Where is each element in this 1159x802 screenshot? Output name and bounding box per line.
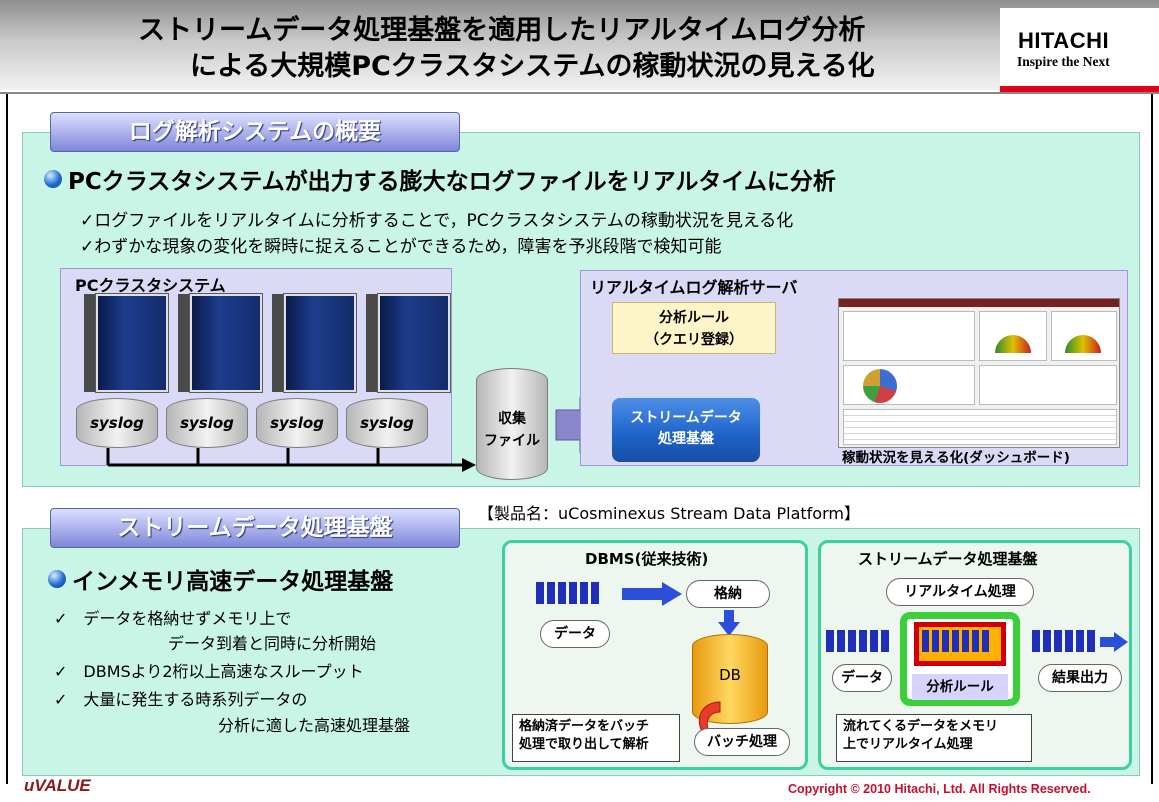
product-name: 【製品名：uCosminexus Stream Data Platform】 [478, 504, 860, 523]
hitachi-tagline: Inspire the Next [1017, 54, 1110, 69]
output-pill: 結果出力 [1038, 664, 1122, 692]
hitachi-logo: HITACHI [1018, 28, 1110, 53]
uvalue-logo: uVALUE [24, 776, 91, 795]
server-side-1 [84, 294, 98, 392]
syslog-label-3: syslog [270, 414, 324, 432]
title-line-1: ストリームデータ処理基盤を適用したリアルタイムログ分析 [138, 15, 866, 46]
stream-engine-box: ストリームデータ 処理基盤 [612, 398, 760, 462]
brand-area [1000, 8, 1159, 90]
syslog-cylinder-2 [166, 398, 248, 448]
bullet-icon [48, 570, 66, 588]
stream-output-arrow-icon [1100, 632, 1128, 652]
brand-red-bar [1000, 86, 1159, 92]
server-icon-2 [190, 294, 262, 392]
db-label: DB [719, 666, 741, 684]
memory-block [914, 622, 1006, 666]
dbms-down-arrow-icon [718, 610, 740, 636]
server-side-3 [272, 294, 286, 392]
stream-bullet-3b: 分析に適した高速処理基盤 [218, 716, 411, 735]
collect-file-label: 収集 ファイル [484, 411, 540, 449]
syslog-cylinder-1 [76, 398, 158, 448]
stream-output-bars [1032, 630, 1095, 652]
syslog-cylinder-4 [346, 398, 428, 448]
batch-pill: バッチ処理 [694, 728, 790, 756]
server-side-4 [366, 294, 380, 392]
dbms-note: 格納済データをバッチ 処理で取り出して解析 [512, 714, 680, 762]
rule-label: 分析ルール [912, 674, 1008, 700]
left-border [6, 94, 8, 784]
stream-bullet-1b: データ到着と同時に分析開始 [168, 634, 377, 653]
server-icon-1 [96, 294, 168, 392]
collect-file-cylinder [476, 368, 548, 480]
title-line-2: による大規模PCクラスタシステムの稼動状況の見える化 [190, 51, 875, 82]
stream-data-pill: データ [832, 664, 892, 692]
overview-tab: ログ解析システムの概要 [50, 112, 460, 152]
syslog-label-4: syslog [360, 414, 414, 432]
stream-note: 流れてくるデータをメモリ 上でリアルタイム処理 [836, 714, 1032, 762]
title-bar [0, 0, 1159, 90]
header-divider [0, 92, 1159, 94]
server-side-2 [178, 294, 192, 392]
stream-bullet-3a: ✓ 大量に発生する時系列データの [54, 690, 308, 709]
syslog-cylinder-3 [256, 398, 338, 448]
stream-input-bars [826, 630, 889, 652]
overview-headline: PCクラスタシステムが出力する膨大なログファイルをリアルタイムに分析 [68, 169, 836, 195]
server-icon-4 [378, 294, 450, 392]
memory-bars [922, 630, 989, 652]
syslog-label-2: syslog [180, 414, 234, 432]
stream-tab: ストリームデータ処理基盤 [50, 508, 460, 548]
stream-bullet-2: ✓ DBMSより2桁以上高速なスループット [54, 662, 364, 681]
stream-box-title: ストリームデータ処理基盤 [858, 550, 1038, 568]
dbms-data-pill: データ [540, 620, 610, 648]
stream-bullet-1a: ✓ データを格納せずメモリ上で [54, 609, 292, 628]
dashboard-image [838, 298, 1120, 448]
bullet-icon [44, 170, 62, 188]
dashboard-caption: 稼動状況を見える化(ダッシュボード) [842, 450, 1070, 466]
pc-cluster-label: PCクラスタシステム [75, 276, 226, 295]
overview-bullet-1: ✓ログファイルをリアルタイムに分析することで，PCクラスタシステムの稼動状況を見… [80, 211, 794, 231]
dbms-store-pill: 格納 [686, 580, 770, 608]
stream-headline: インメモリ高速データ処理基盤 [72, 569, 394, 595]
realtime-pill: リアルタイム処理 [886, 578, 1034, 606]
overview-bullet-2: ✓わずかな現象の変化を瞬時に捉えることができるため，障害を予兆段階で検知可能 [80, 237, 722, 257]
analysis-rule-box: 分析ルール （クエリ登録） [612, 302, 776, 354]
copyright: Copyright © 2010 Hitachi, Ltd. All Right… [788, 782, 1091, 796]
server-icon-3 [284, 294, 356, 392]
dbms-arrow-icon [622, 582, 682, 606]
syslog-label-1: syslog [90, 414, 144, 432]
dbms-data-bars [536, 582, 599, 604]
analysis-server-label: リアルタイムログ解析サーバ [590, 278, 798, 297]
dbms-title: DBMS(従来技術) [585, 550, 709, 568]
right-border [1151, 94, 1153, 784]
